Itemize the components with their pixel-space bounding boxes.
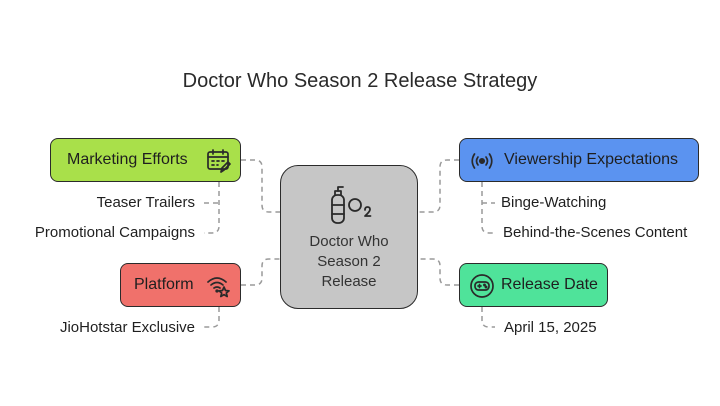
central-topic-line-1: Doctor Who bbox=[309, 233, 389, 250]
central-topic-line-2: Season 2 bbox=[317, 253, 381, 270]
gamepad-icon bbox=[469, 273, 495, 304]
central-topic-node: Doctor Who Season 2 Release bbox=[280, 165, 418, 309]
branch-marketing-efforts: Marketing Efforts bbox=[50, 138, 241, 182]
oxygen-tank-o2-icon bbox=[327, 184, 373, 229]
diagram-title: Doctor Who Season 2 Release Strategy bbox=[182, 70, 538, 92]
wifi-star-icon bbox=[205, 273, 231, 304]
branch-viewership-label: Viewership Expectations bbox=[504, 151, 679, 168]
branch-release-date: Release Date bbox=[459, 263, 608, 307]
branch-platform-label: Platform bbox=[134, 276, 194, 293]
leaf-promotional-campaigns: Promotional Campaigns bbox=[34, 224, 195, 241]
broadcast-icon bbox=[469, 148, 495, 179]
leaf-jiohotstar-exclusive: JioHotstar Exclusive bbox=[59, 319, 195, 336]
leaf-behind-the-scenes-content: Behind-the-Scenes Content bbox=[503, 224, 688, 241]
branch-platform: Platform bbox=[120, 263, 241, 307]
leaf-binge-watching: Binge-Watching bbox=[501, 194, 607, 211]
leaf-april-15-2025: April 15, 2025 bbox=[504, 319, 597, 336]
branch-release-label: Release Date bbox=[501, 276, 598, 293]
leaf-teaser-trailers: Teaser Trailers bbox=[96, 194, 195, 211]
central-topic-line-3: Release bbox=[321, 273, 377, 290]
calendar-edit-icon bbox=[206, 148, 232, 179]
branch-marketing-label: Marketing Efforts bbox=[67, 151, 188, 168]
central-topic-label: Doctor Who Season 2 Release bbox=[281, 232, 417, 292]
branch-viewership-expectations: Viewership Expectations bbox=[459, 138, 699, 182]
